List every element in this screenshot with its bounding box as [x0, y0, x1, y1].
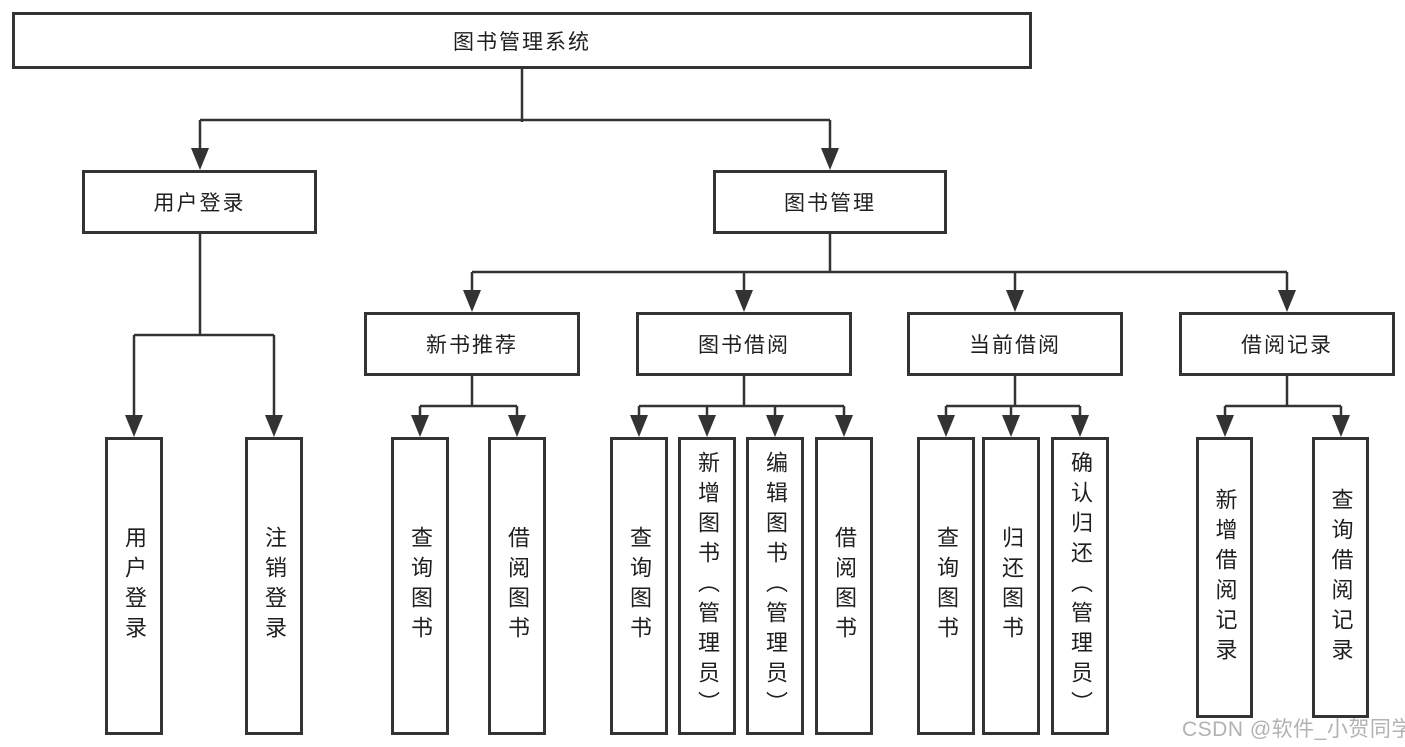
node-new-book-recommend: 新书推荐 — [364, 312, 580, 376]
watermark: CSDN @软件_小贺同学 — [1182, 718, 1405, 741]
node-label: 用户登录 — [153, 192, 246, 215]
node-borrow-query-book: 查询图书 — [610, 437, 668, 735]
node-book-borrow: 图书借阅 — [636, 312, 852, 376]
node-system-root: 图书管理系统 — [12, 12, 1032, 69]
node-label: 图书管理系统 — [453, 30, 591, 54]
node-label: 新书推荐 — [426, 334, 518, 357]
node-label: 确认归还（管理员） — [1068, 451, 1093, 721]
node-label: 查询借阅记录 — [1328, 487, 1354, 668]
node-borrow-borrow-book: 借阅图书 — [815, 437, 873, 735]
node-label: 用户登录 — [122, 526, 147, 646]
node-label: 图书管理 — [784, 192, 876, 215]
node-recommend-borrow-book: 借阅图书 — [488, 437, 546, 735]
node-current-return-book: 归还图书 — [982, 437, 1040, 735]
node-label: 借阅图书 — [505, 526, 530, 646]
node-records-query-record: 查询借阅记录 — [1312, 437, 1369, 718]
node-current-confirm-return-admin: 确认归还（管理员） — [1051, 437, 1109, 735]
node-borrow-records: 借阅记录 — [1179, 312, 1395, 376]
node-user-login-leaf: 用户登录 — [105, 437, 163, 735]
node-borrow-edit-book-admin: 编辑图书（管理员） — [746, 437, 804, 735]
node-label: 当前借阅 — [969, 334, 1061, 357]
node-label: 查询图书 — [934, 526, 959, 646]
connector-paths — [132, 68, 1343, 419]
node-label: 编辑图书（管理员） — [763, 451, 788, 721]
node-label: 查询图书 — [627, 526, 652, 646]
node-label: 查询图书 — [408, 526, 433, 646]
node-label: 归还图书 — [999, 526, 1024, 646]
node-label: 图书借阅 — [698, 334, 790, 357]
node-label: 借阅图书 — [832, 526, 857, 646]
node-current-borrow: 当前借阅 — [907, 312, 1123, 376]
arrow-heads — [125, 148, 1350, 437]
node-book-management-branch: 图书管理 — [713, 170, 947, 234]
node-logout-leaf: 注销登录 — [245, 437, 303, 735]
node-label: 注销登录 — [262, 526, 287, 646]
node-current-query-book: 查询图书 — [917, 437, 975, 735]
node-recommend-query-book: 查询图书 — [391, 437, 449, 735]
node-label: 借阅记录 — [1241, 334, 1333, 357]
node-records-add-record: 新增借阅记录 — [1196, 437, 1253, 718]
node-label: 新增借阅记录 — [1212, 487, 1238, 668]
node-user-login-branch: 用户登录 — [82, 170, 317, 234]
node-label: 新增图书（管理员） — [695, 451, 720, 721]
node-borrow-add-book-admin: 新增图书（管理员） — [678, 437, 736, 735]
